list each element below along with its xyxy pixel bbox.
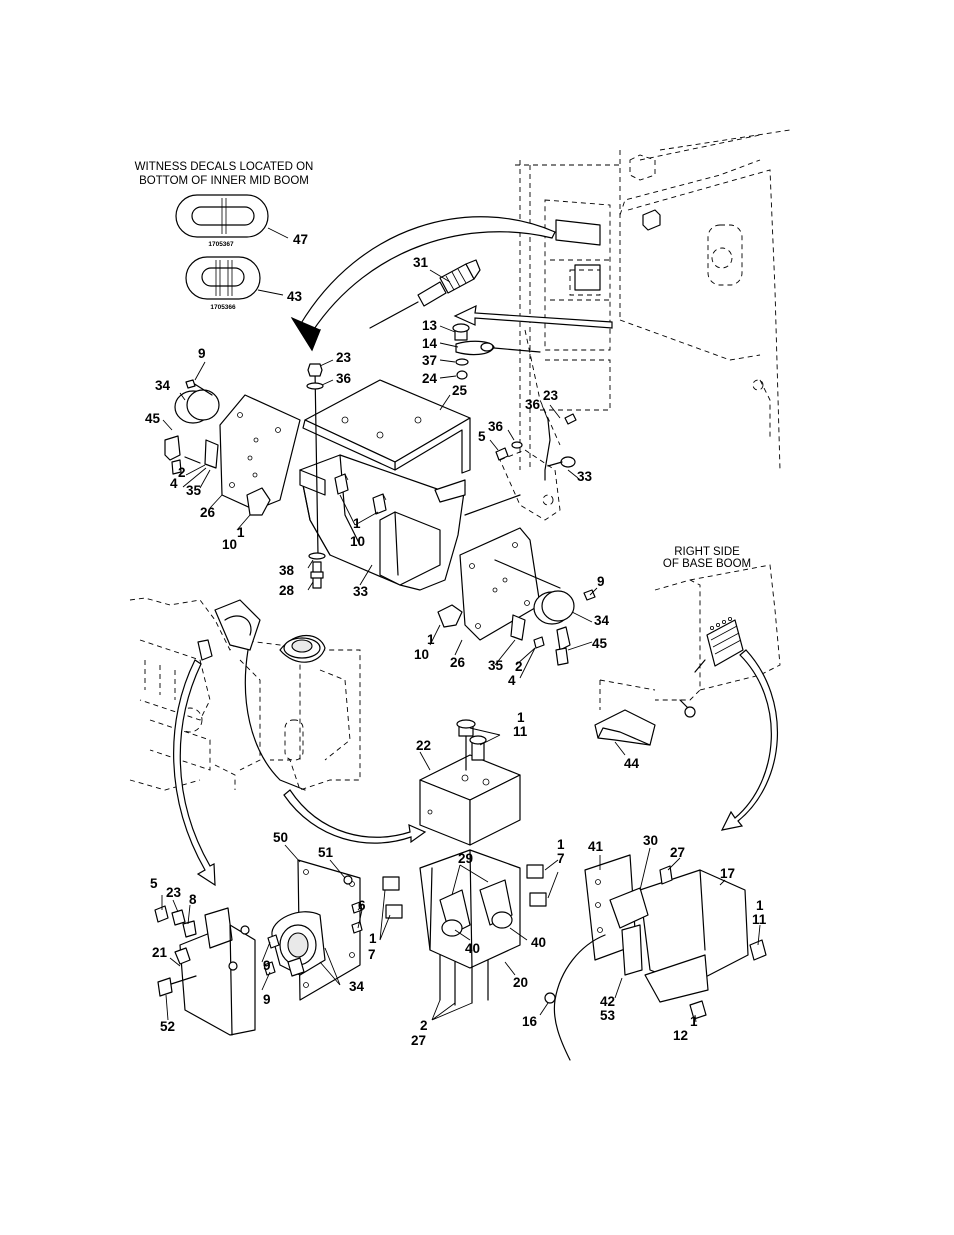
callout-30: 30 (643, 833, 658, 848)
callout-34: 34 (155, 378, 171, 393)
callout-4b: 4 (508, 673, 516, 688)
callout-33b: 33 (353, 584, 369, 599)
callout-23c: 23 (166, 885, 182, 900)
callout-44: 44 (624, 756, 640, 771)
callout-29: 29 (458, 851, 473, 866)
callout-25: 25 (452, 383, 468, 398)
callout-35: 35 (186, 483, 202, 498)
callout-50: 50 (273, 830, 288, 845)
callout-27: 27 (670, 845, 685, 860)
switch-assy-middle (438, 528, 595, 665)
straight-arrow-upper (455, 306, 612, 328)
callout-21: 21 (152, 945, 168, 960)
base-frame-outline (130, 598, 360, 790)
callout-37: 37 (422, 353, 437, 368)
callout-36: 36 (336, 371, 352, 386)
callout-2: 2 (178, 465, 186, 480)
callout-42: 42 (600, 994, 615, 1009)
callout-1e: 1 (557, 837, 565, 852)
callout-22: 22 (416, 738, 431, 753)
callout-24: 24 (422, 371, 438, 386)
callout-40: 40 (465, 941, 480, 956)
callout-9: 9 (198, 346, 206, 361)
callout-47: 47 (293, 232, 308, 247)
right-side-note-line2: OF BASE BOOM (663, 558, 751, 570)
base-boom-right-side (595, 565, 780, 745)
callout-45b: 45 (592, 636, 608, 651)
decal-lower-number: 1705366 (210, 304, 236, 311)
curved-arrow-left-down (174, 660, 215, 885)
callout-11: 11 (513, 724, 528, 739)
right-side-note: RIGHT SIDE OF BASE BOOM (663, 546, 751, 570)
callout-6: 6 (358, 898, 366, 913)
callout-14: 14 (422, 336, 438, 351)
callout-35b: 35 (488, 658, 504, 673)
callout-10b: 10 (350, 534, 365, 549)
callout-31: 31 (413, 255, 429, 270)
callout-8: 8 (189, 892, 197, 907)
callout-28: 28 (279, 583, 295, 598)
callout-2c: 2 (420, 1018, 428, 1033)
callout-1c: 1 (427, 632, 435, 647)
curved-arrow-right (722, 650, 777, 830)
callout-38: 38 (279, 563, 295, 578)
callout-23: 23 (336, 350, 352, 365)
callout-51: 51 (318, 845, 334, 860)
callout-7: 7 (557, 851, 565, 866)
callout-5b: 5 (150, 876, 158, 891)
callout-17: 17 (720, 866, 735, 881)
callout-1f: 1 (369, 931, 377, 946)
callout-1b: 1 (353, 516, 361, 531)
callout-1d: 1 (517, 710, 525, 725)
callout-41: 41 (588, 839, 604, 854)
callout-34b: 34 (594, 613, 610, 628)
bracket-41-assy (545, 855, 766, 1060)
callout-10c: 10 (414, 647, 429, 662)
callout-13: 13 (422, 318, 438, 333)
callout-1: 1 (237, 525, 245, 540)
inner-mid-boom-outline (515, 130, 790, 470)
decal-1705366: 1705366 (186, 257, 260, 311)
callout-34c: 34 (349, 979, 365, 994)
callout-26b: 26 (450, 655, 466, 670)
callout-36b: 36 (525, 397, 541, 412)
callout-26: 26 (200, 505, 216, 520)
callout-7b: 7 (368, 947, 376, 962)
callout-9c: 9 (263, 958, 271, 973)
callout-20: 20 (513, 975, 528, 990)
callout-12: 12 (673, 1028, 688, 1043)
callout-4: 4 (170, 476, 178, 491)
callout-9d: 9 (263, 992, 271, 1007)
decal-upper-number: 1705367 (208, 241, 234, 248)
callout-27b: 27 (411, 1033, 426, 1048)
bracket-21 (155, 906, 255, 1035)
callout-5: 5 (478, 429, 486, 444)
curved-arrow-to-22 (284, 790, 425, 843)
callout-45: 45 (145, 411, 161, 426)
callout-10: 10 (222, 537, 237, 552)
callout-16: 16 (522, 1014, 538, 1029)
witness-decal-note: WITNESS DECALS LOCATED ON BOTTOM OF INNE… (135, 161, 314, 187)
callout-1h: 1 (690, 1014, 698, 1029)
block-22 (420, 720, 520, 845)
callout-11b: 11 (752, 912, 767, 927)
callout-9b: 9 (597, 574, 605, 589)
callout-33: 33 (577, 469, 593, 484)
callout-53: 53 (600, 1008, 616, 1023)
callout-40b: 40 (531, 935, 546, 950)
callout-36c: 36 (488, 419, 504, 434)
clamp-parts-13-14-37-24 (453, 324, 540, 379)
upper-housing-33 (300, 455, 465, 590)
callout-2b: 2 (515, 659, 523, 674)
witness-note-line2: BOTTOM OF INNER MID BOOM (139, 175, 309, 187)
right-side-note-line1: RIGHT SIDE (674, 546, 740, 558)
callout-43: 43 (287, 289, 303, 304)
callout-52: 52 (160, 1019, 175, 1034)
callout-23b: 23 (543, 388, 559, 403)
witness-note-line1: WITNESS DECALS LOCATED ON (135, 161, 314, 173)
decal-1705367: 1705367 (176, 195, 268, 248)
plate-50 (264, 860, 362, 1000)
callout-1g: 1 (756, 898, 764, 913)
